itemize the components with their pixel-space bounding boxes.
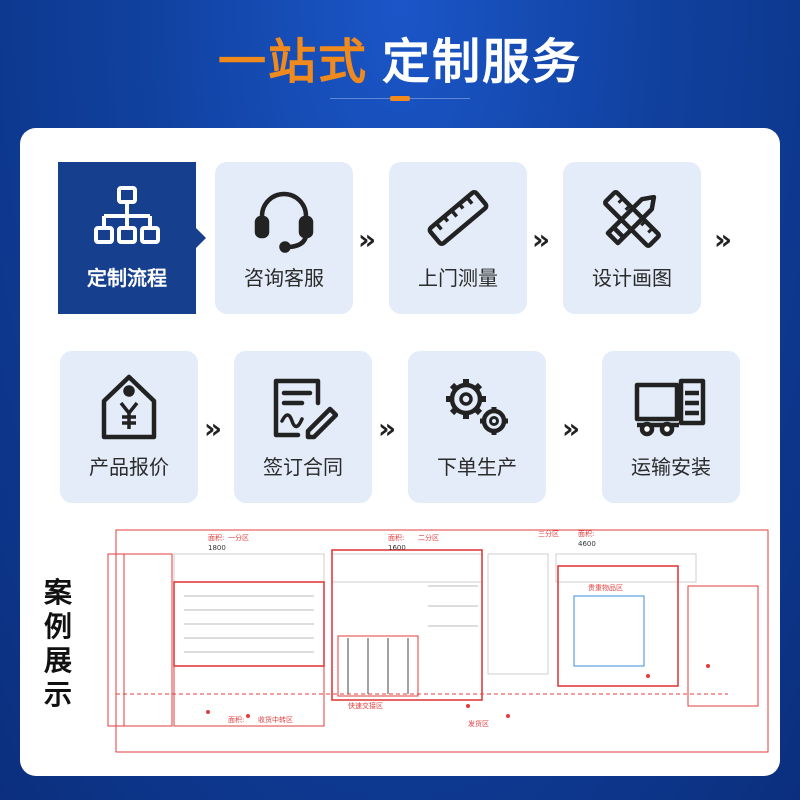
- plan-note: 贵重物品区: [588, 583, 623, 592]
- content-card: 定制流程 咨询客服 »: [20, 128, 780, 776]
- arrow-icon: »: [378, 412, 396, 445]
- step-label: 上门测量: [418, 266, 498, 290]
- plan-note: 收货中转区: [258, 715, 293, 724]
- step-measure: 上门测量: [389, 162, 527, 314]
- step-design: 设计画图: [563, 162, 701, 314]
- step-delivery: 运输安装: [602, 351, 740, 503]
- step-label: 咨询客服: [244, 266, 324, 290]
- arrow-icon: »: [532, 223, 550, 256]
- step-production: 下单生产: [408, 351, 546, 503]
- step-label: 设计画图: [592, 266, 672, 290]
- plan-area-label: 面积:: [208, 533, 224, 542]
- plan-width-label: 1600: [388, 544, 406, 552]
- flowchart-icon: [58, 184, 196, 254]
- plan-zone-label: 三分区: [538, 529, 559, 538]
- plan-zone-label: 一分区: [228, 533, 249, 542]
- process-heading: 定制流程: [87, 266, 167, 290]
- step-quote: 产品报价: [60, 351, 198, 503]
- step-label: 产品报价: [89, 455, 169, 479]
- gears-icon: [408, 373, 546, 443]
- page-title: 一站式定制服务: [0, 22, 800, 92]
- step-consult: 咨询客服: [215, 162, 353, 314]
- arrow-icon: »: [562, 412, 580, 445]
- plan-area-label: 面积:: [228, 715, 244, 724]
- plan-area-label: 面积:: [578, 529, 594, 538]
- title-accent-bar: [390, 96, 410, 101]
- step-contract: 签订合同: [234, 351, 372, 503]
- pencil-ruler-icon: [563, 184, 701, 254]
- plan-width-label: 4600: [578, 540, 596, 548]
- arrow-icon: »: [714, 223, 732, 256]
- ruler-icon: [389, 184, 527, 254]
- title-main: 定制服务: [382, 34, 583, 90]
- contract-sign-icon: [234, 373, 372, 443]
- arrow-icon: »: [358, 223, 376, 256]
- plan-note: 发货区: [468, 719, 489, 728]
- plan-width-label: 1800: [208, 544, 226, 552]
- headset-icon: [215, 184, 353, 254]
- step-label: 运输安装: [631, 455, 711, 479]
- plan-note: 快速交接区: [348, 701, 383, 710]
- truck-icon: [602, 373, 740, 443]
- plan-zone-label: 二分区: [418, 533, 439, 542]
- plan-area-label: 面积:: [388, 533, 404, 542]
- process-heading-tile: 定制流程: [58, 162, 206, 314]
- case-label: 案例展示: [43, 576, 72, 711]
- case-floor-plan: 面积: 一分区 1800 面积: 二分区 1600 三分区 面积: 4600 面…: [88, 526, 778, 762]
- arrow-icon: »: [204, 412, 222, 445]
- price-tag-icon: [60, 373, 198, 443]
- step-label: 签订合同: [263, 455, 343, 479]
- title-highlight: 一站式: [217, 34, 368, 90]
- step-label: 下单生产: [437, 455, 517, 479]
